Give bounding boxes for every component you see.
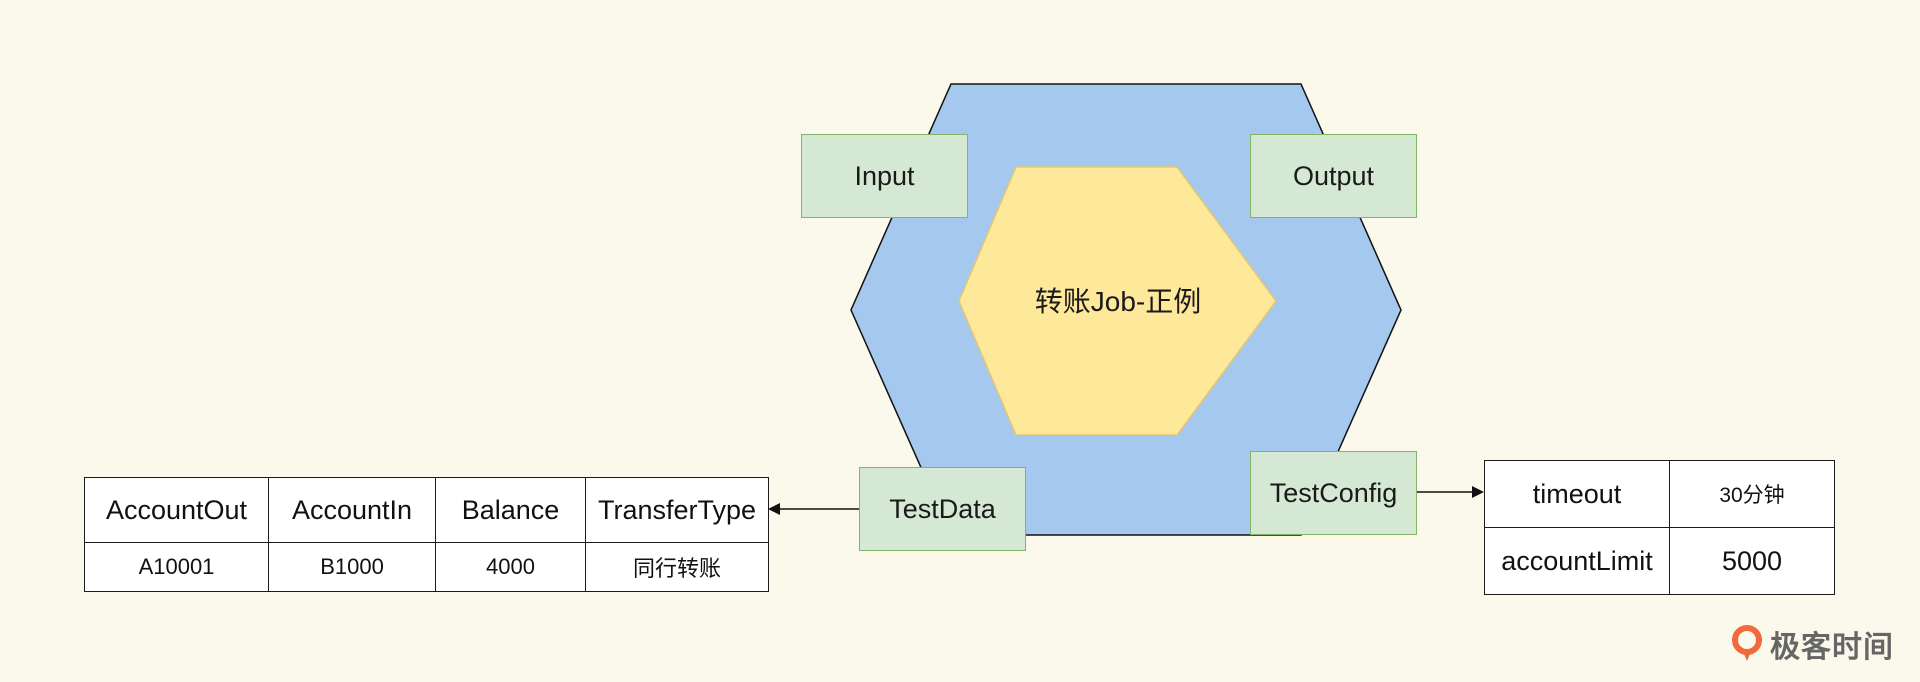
geekbang-logo-icon [1732,625,1762,661]
table-cell: 同行转账 [585,542,769,592]
config-value-cell: 5000 [1669,527,1835,595]
core-label: 转账Job-正例 [1034,286,1202,317]
brand-watermark: 极客时间 [1730,624,1894,664]
table-header-cell: Balance [435,477,586,543]
table-cell: A10001 [84,542,269,592]
config-value-cell: 30分钟 [1669,460,1835,528]
output-port: Output [1250,134,1417,218]
table-row: accountLimit 5000 [1484,527,1835,595]
table-cell: 4000 [435,542,586,592]
input-port: Input [801,134,968,218]
config-key-cell: timeout [1484,460,1670,528]
table-row: timeout 30分钟 [1484,460,1835,528]
config-key-cell: accountLimit [1484,527,1670,595]
test-data-table: AccountOut AccountIn Balance TransferTyp… [84,477,769,592]
table-cell: B1000 [268,542,436,592]
table-header-cell: TransferType [585,477,769,543]
test-config-port: TestConfig [1250,451,1417,535]
brand-text: 极客时间 [1770,631,1894,664]
test-data-port: TestData [859,467,1026,551]
table-header-row: AccountOut AccountIn Balance TransferTyp… [84,477,769,543]
table-header-cell: AccountIn [268,477,436,543]
test-config-table: timeout 30分钟 accountLimit 5000 [1484,460,1835,595]
table-header-cell: AccountOut [84,477,269,543]
table-row: A10001 B1000 4000 同行转账 [84,542,769,592]
inner-hexagon [958,166,1277,436]
